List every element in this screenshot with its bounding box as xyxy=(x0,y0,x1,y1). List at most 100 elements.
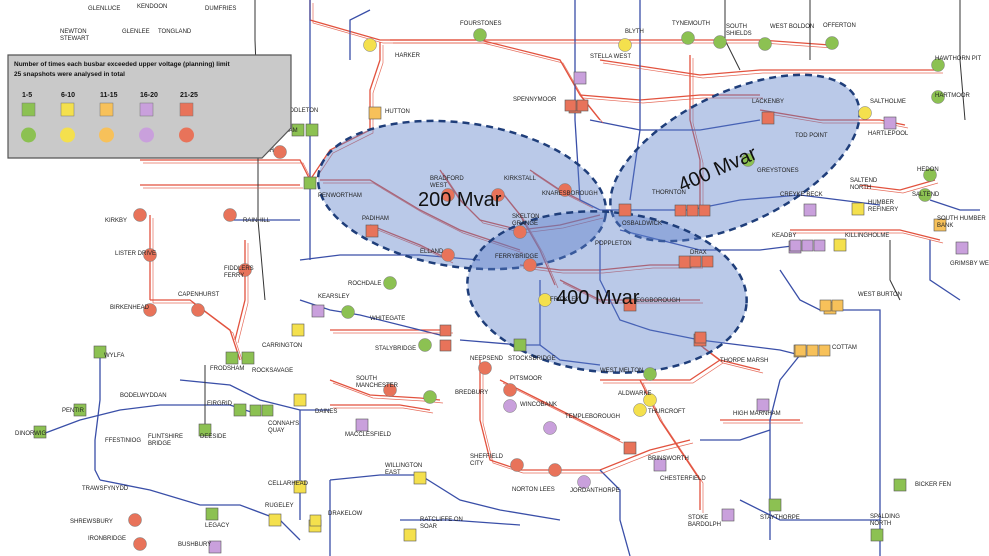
substation-circle-marker xyxy=(524,259,537,272)
busbar-section-marker xyxy=(832,300,843,311)
substation-square-marker xyxy=(956,242,968,254)
substation-label: DRAX xyxy=(690,250,707,256)
substation-square-marker xyxy=(294,394,306,406)
substation-label: FLINTSHIREBRIDGE xyxy=(148,434,183,447)
substation-square-marker xyxy=(722,509,734,521)
substation-circle-marker xyxy=(544,422,557,435)
legend-circle-swatch xyxy=(60,128,75,143)
substation-square-marker xyxy=(304,177,316,189)
substation-label-line: FERRY xyxy=(224,273,244,279)
substation-label: TONGLAND xyxy=(158,29,192,35)
substation-circle-marker xyxy=(859,107,872,120)
substation-circle-marker xyxy=(514,226,527,239)
legend-square-swatch xyxy=(180,103,193,116)
substation-label: STOKEBARDOLPH xyxy=(688,515,721,528)
substation-label: HUMBERREFINERY xyxy=(868,200,898,213)
substation-label-line: BARDOLPH xyxy=(688,522,721,528)
substation-label-line: STEWART xyxy=(60,36,89,42)
substation-label: DINORWIG xyxy=(15,431,47,437)
substation-label: SPENNYMOOR xyxy=(513,97,557,103)
substation-label-line: CITY xyxy=(470,461,484,467)
substation-label: ALDWARKE xyxy=(618,391,651,397)
substation-label: SKELTONGRANGE xyxy=(512,214,539,227)
legend-square-swatch xyxy=(140,103,153,116)
substation-label: CONNAH'SQUAY xyxy=(268,421,299,434)
substation-circle-marker xyxy=(578,476,591,489)
busbar-section-marker xyxy=(675,205,686,216)
substation-label: EGGBOROUGH xyxy=(636,298,680,304)
substation-label: KIRKBY xyxy=(105,218,127,224)
substation-label: MACCLESFIELD xyxy=(345,432,392,438)
substation-label: TRAWSFYNYDD xyxy=(82,486,129,492)
substation-label: THURCROFT xyxy=(648,409,686,415)
substation-square-marker xyxy=(369,107,381,119)
substation-square-marker xyxy=(404,529,416,541)
transmission-line xyxy=(238,243,248,343)
substation-circle-marker xyxy=(682,32,695,45)
mvar-region-label: 200 Mvar xyxy=(418,189,502,211)
substation-label-line: QUAY xyxy=(268,428,285,434)
transmission-line xyxy=(333,408,433,413)
substation-square-marker xyxy=(356,419,368,431)
substation-label: WEST BURTON xyxy=(858,292,902,298)
substation-label: KILLINGHOLME xyxy=(845,233,889,239)
substation-label-line: STOKE xyxy=(688,515,708,521)
busbar-section-marker xyxy=(310,515,321,526)
substation-label: SOUTH HUMBERBANK xyxy=(937,216,986,229)
busbar-section-marker xyxy=(819,345,830,356)
substation-circle-marker xyxy=(714,36,727,49)
mvar-region-label: 400 Mvar xyxy=(556,287,640,309)
busbar-section-marker xyxy=(262,405,273,416)
substation-square-marker xyxy=(871,529,883,541)
substation-label: HUTTON xyxy=(385,109,410,115)
substation-label-line: RATCLIFFE ON xyxy=(420,517,463,523)
substation-label: BICKER FEN xyxy=(915,482,951,488)
substation-square-marker xyxy=(234,404,246,416)
substation-label-line: SPALDING xyxy=(870,514,900,520)
substation-circle-marker xyxy=(364,39,377,52)
substation-label: SALTEND xyxy=(912,192,940,198)
transmission-line xyxy=(350,10,370,60)
substation-label: RUGELEY xyxy=(265,503,294,509)
substation-label-line: NEWTON xyxy=(60,29,87,35)
substation-square-marker xyxy=(306,124,318,136)
substation-label: PENWORTHAM xyxy=(318,193,362,199)
busbar-section-marker xyxy=(577,100,588,111)
busbar-section-marker xyxy=(702,256,713,267)
substation-square-marker xyxy=(679,256,691,268)
substation-label: STELLA WEST xyxy=(590,54,631,60)
substation-label: WHITEGATE xyxy=(370,316,405,322)
substation-label-line: SOUTH HUMBER xyxy=(937,216,986,222)
substation-label: SHREWSBURY xyxy=(70,519,113,525)
substation-label: GLENLEE xyxy=(122,29,150,35)
substation-circle-marker xyxy=(504,400,517,413)
transmission-line xyxy=(890,240,900,300)
substation-label: SOUTHSHIELDS xyxy=(726,24,752,37)
busbar-section-marker xyxy=(687,205,698,216)
transmission-line xyxy=(143,163,313,183)
substation-square-marker xyxy=(574,72,586,84)
substation-square-marker xyxy=(762,112,774,124)
substation-label: BRINSWORTH xyxy=(648,456,689,462)
transmission-line xyxy=(313,3,603,123)
substation-label: HEDON xyxy=(917,167,939,173)
substation-square-marker xyxy=(852,203,864,215)
legend-square-swatch xyxy=(22,103,35,116)
substation-label-line: SALTEND xyxy=(850,178,878,184)
substation-label: TEMPLEBOROUGH xyxy=(565,414,620,420)
transmission-line xyxy=(770,355,800,540)
substation-label: DRAKELOW xyxy=(328,511,363,517)
legend-band-label: 21-25 xyxy=(180,92,198,99)
busbar-section-marker xyxy=(250,405,261,416)
substation-label: LEGACY xyxy=(205,523,229,529)
substation-label: GLENLUCE xyxy=(88,6,120,12)
substation-label: RATCLIFFE ONSOAR xyxy=(420,517,463,530)
substation-square-marker xyxy=(757,399,769,411)
busbar-section-marker xyxy=(690,256,701,267)
legend-band-label: 16-20 xyxy=(140,92,158,99)
substation-label-line: BRADFORD xyxy=(430,176,464,182)
substation-label: POPPLETON xyxy=(595,241,632,247)
substation-label: KEARSLEY xyxy=(318,294,350,300)
substation-square-marker xyxy=(834,239,846,251)
